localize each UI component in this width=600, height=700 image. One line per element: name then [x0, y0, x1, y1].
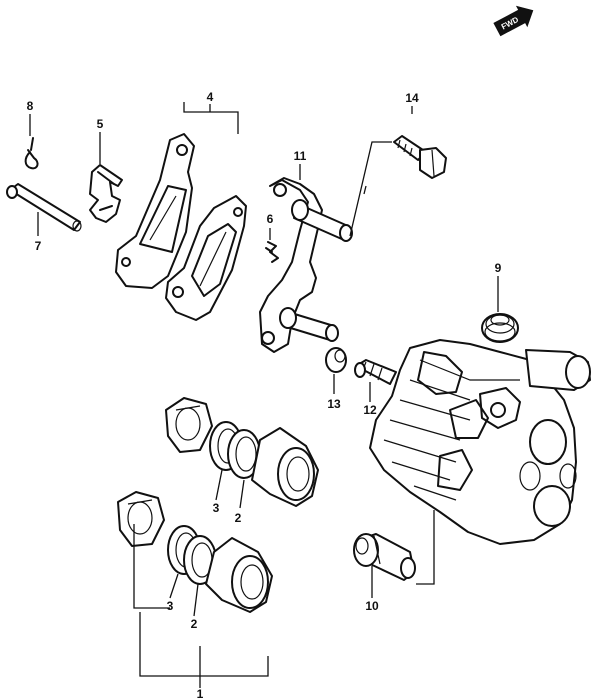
callout-1: 1: [197, 687, 204, 700]
callout-9: 9: [495, 261, 502, 275]
part-10-slide-pin: [353, 533, 416, 581]
fwd-arrow-badge: FWD: [493, 5, 534, 37]
callout-10: 10: [365, 599, 379, 613]
callout-3-upper: 3: [213, 501, 220, 515]
callout-11: 11: [294, 149, 307, 163]
callout-6: 6: [267, 212, 274, 226]
part-7-pad-pin: [6, 183, 82, 232]
callout-3-lower: 3: [167, 599, 174, 613]
part-4-brake-pads: [115, 133, 247, 321]
callout-2-upper: 2: [235, 511, 242, 525]
part-13-boot: [325, 347, 347, 373]
callout-12: 12: [363, 403, 377, 417]
part-12-bleeder: [354, 359, 397, 385]
part-9-boot: [481, 313, 519, 343]
callout-4: 4: [207, 90, 214, 104]
callout-7: 7: [35, 239, 42, 253]
leader-lines: [29, 102, 499, 688]
callout-13: 13: [327, 397, 341, 411]
callout-labels: 8 5 4 7 6 11 14 9 13 12 10 3 2 3 2 1: [27, 90, 502, 700]
part-8-clip: [24, 137, 39, 170]
upper-piston-set: [165, 397, 319, 507]
callout-2-lower: 2: [191, 617, 198, 631]
caliper-body: [369, 339, 591, 545]
lower-piston-set: [117, 491, 273, 613]
part-14-bolt: [393, 135, 447, 179]
callout-5: 5: [97, 117, 104, 131]
callout-8: 8: [27, 99, 34, 113]
part-5-pad-spring: [89, 164, 123, 223]
callout-14: 14: [405, 91, 419, 105]
part-11-caliper-bracket: [259, 177, 353, 353]
part-6-clip: [265, 241, 279, 263]
